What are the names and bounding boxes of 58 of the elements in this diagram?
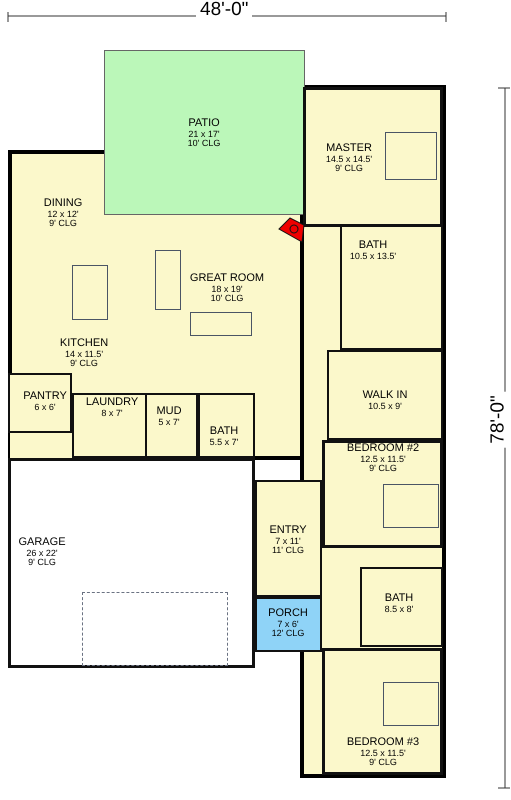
- room-name: BATH: [358, 240, 388, 252]
- pantry-room: [8, 373, 72, 433]
- room-name: BEDROOM #3: [346, 737, 420, 749]
- room-name: LAUNDRY: [86, 397, 138, 409]
- garage-door-outline: [82, 592, 228, 666]
- room-dimensions: 21 x 17': [188, 130, 220, 139]
- room-dimensions: 5 x 7': [158, 418, 180, 427]
- room-dimensions: 7 x 6': [277, 620, 299, 629]
- room-name: PANTRY: [23, 391, 67, 403]
- bathroom-room: [340, 225, 443, 350]
- room-dimensions: 10.5 x 9': [368, 402, 402, 411]
- bathroom-room: [360, 567, 443, 647]
- porch-area: [255, 597, 322, 652]
- room-dimensions: 12.5 x 11.5': [360, 454, 406, 464]
- room-dimensions: 12 x 12': [47, 210, 79, 219]
- mudroom-room: [145, 393, 198, 458]
- dimension-text: 48'-0": [196, 0, 252, 19]
- bathroom-room: [198, 393, 255, 458]
- room-dimensions: 8 x 7': [101, 408, 123, 418]
- ceiling-height: 12' CLG: [272, 628, 304, 638]
- room-dimensions: 7 x 11': [275, 536, 301, 546]
- room-name: PORCH: [268, 608, 308, 620]
- room-name: GARAGE: [18, 537, 66, 549]
- laundry-room: [72, 393, 147, 458]
- room-name: BEDROOM #2: [346, 443, 420, 455]
- entry-room: [255, 480, 322, 597]
- room-name: GREAT ROOM: [190, 273, 264, 285]
- room-name: ENTRY: [269, 525, 307, 537]
- room-dimensions: 8.5 x 8': [384, 604, 414, 614]
- closet-room: [327, 350, 443, 440]
- ceiling-height: 10' CLG: [188, 138, 220, 148]
- room-dimensions: 26 x 22': [26, 548, 58, 558]
- patio-area: [104, 50, 305, 215]
- dimension-text: 78'-0": [488, 391, 508, 448]
- room-dimensions: 10.5 x 13.5': [350, 252, 396, 261]
- room-dimensions: 14 x 11.5': [64, 350, 104, 359]
- ceiling-height: 9' CLG: [28, 558, 56, 568]
- room-name: WALK IN: [362, 390, 408, 402]
- room-dimensions: 14.5 x 14.5': [326, 154, 372, 164]
- ceiling-height: 9' CLG: [49, 218, 77, 228]
- ceiling-height: 9' CLG: [335, 164, 363, 174]
- room-name: BATH: [384, 593, 414, 605]
- ceiling-height: 9' CLG: [369, 758, 397, 768]
- room-name: MUD: [156, 406, 182, 418]
- ceiling-height: 9' CLG: [70, 358, 98, 368]
- ceiling-height: 10' CLG: [210, 294, 244, 304]
- room-name: BATH: [210, 426, 238, 438]
- room-name: PATIO: [188, 118, 220, 130]
- room-dimensions: 5.5 x 7': [210, 438, 238, 447]
- garage-room: [8, 458, 255, 668]
- room-name: MASTER: [326, 143, 372, 155]
- room-name: KITCHEN: [60, 338, 108, 350]
- ceiling-height: 11' CLG: [272, 546, 304, 556]
- ceiling-height: 9' CLG: [369, 464, 397, 474]
- room-dimensions: 18 x 19': [211, 284, 243, 294]
- room-dimensions: 6 x 6': [34, 402, 56, 412]
- room-name: DINING: [44, 198, 82, 210]
- room-dimensions: 12.5 x 11.5': [360, 748, 406, 758]
